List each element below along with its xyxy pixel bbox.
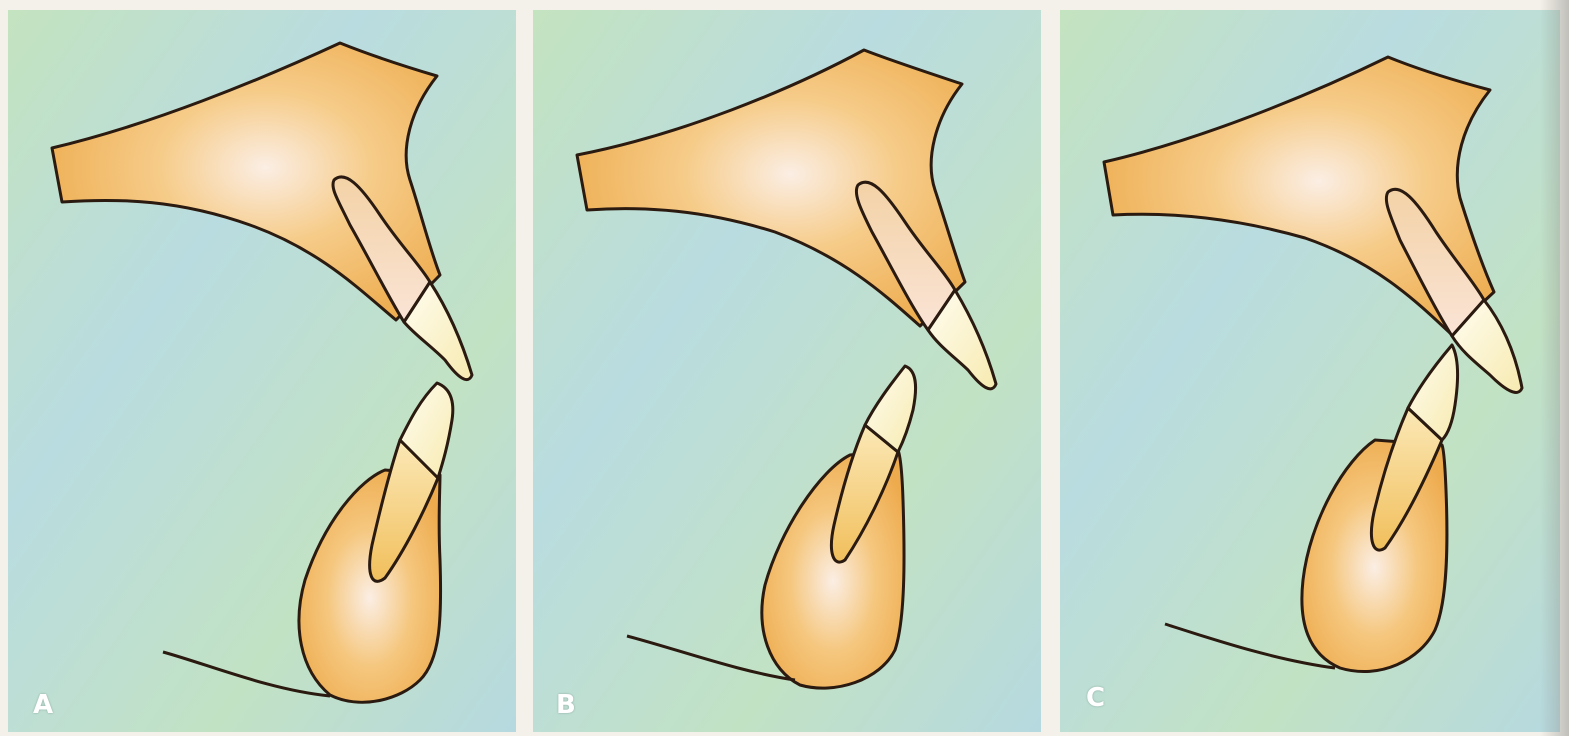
- panel-b: [533, 10, 1041, 732]
- panel-b-label: B: [556, 690, 576, 720]
- panel-a: [8, 10, 516, 732]
- panel-c: [1060, 10, 1560, 732]
- panel-a-label: A: [33, 690, 53, 720]
- panel-c-label: C: [1086, 683, 1105, 713]
- page-gutter-shadow: [1540, 0, 1569, 736]
